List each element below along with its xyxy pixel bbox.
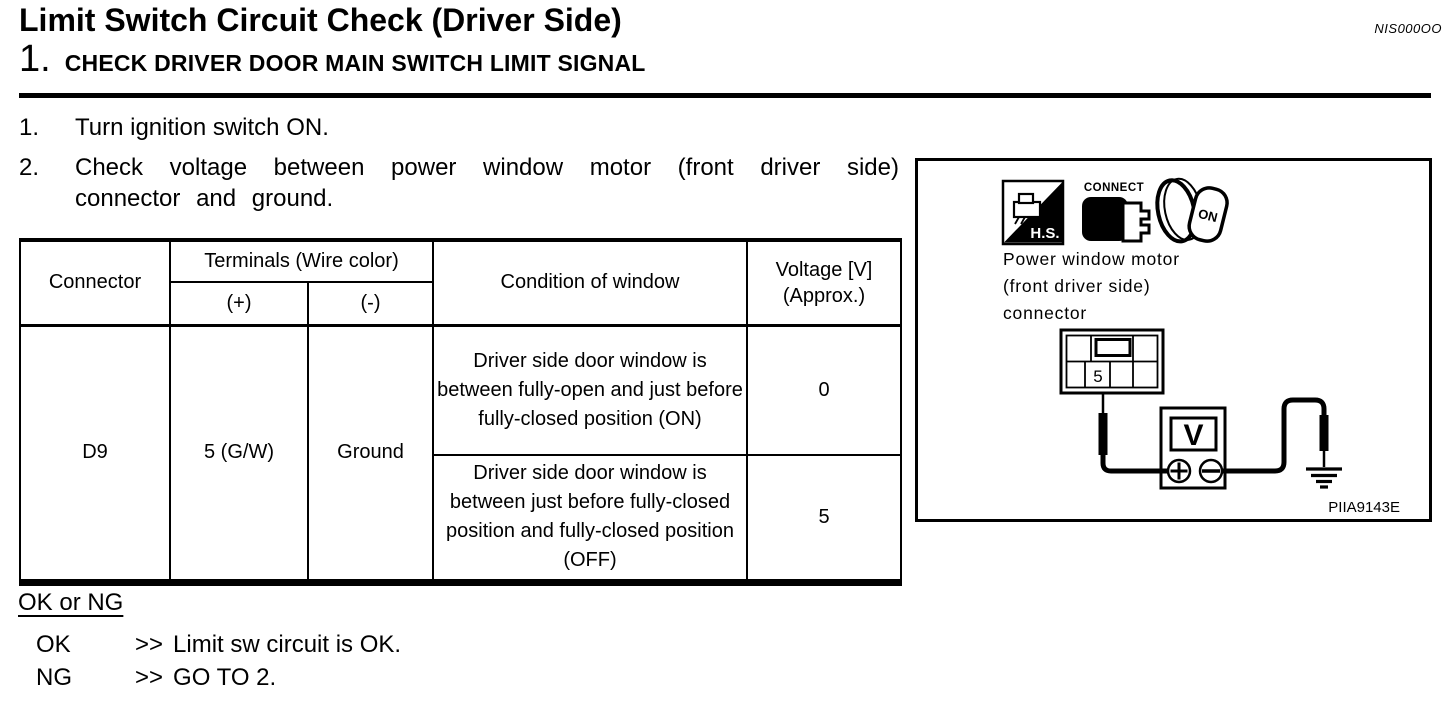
caption-line-3: connector — [1003, 303, 1087, 323]
connect-icon: CONNECT — [1082, 182, 1151, 243]
result-label: OK — [36, 631, 71, 658]
result-arrow: >> — [135, 664, 164, 691]
cell-terminal-plus: 5 (G/W) — [169, 324, 309, 583]
step-item: 2. Check voltage between power window mo… — [19, 152, 899, 214]
step-heading: 1. CHECK DRIVER DOOR MAIN SWITCH LIMIT S… — [19, 38, 646, 81]
minus-terminal-icon — [1198, 458, 1224, 484]
col-header-terminal-plus: (+) — [169, 281, 309, 327]
terminal-number-label: 5 — [1093, 367, 1102, 386]
hs-icon: H.S. — [1001, 179, 1065, 246]
connector-pin-diagram: 5 — [1059, 328, 1165, 395]
page-title: Limit Switch Circuit Check (Driver Side) — [19, 2, 622, 38]
ground-symbol — [1306, 467, 1342, 489]
positive-probe — [1098, 393, 1108, 455]
cell-condition-2: Driver side door window is between just … — [432, 454, 748, 583]
step-number: 1. — [19, 114, 40, 141]
step-item: 1. Turn ignition switch ON. — [19, 112, 899, 143]
col-header-terminals: Terminals (Wire color) — [169, 239, 434, 283]
col-header-voltage: Voltage [V] (Approx.) — [746, 239, 902, 327]
negative-lead-wire — [1222, 397, 1327, 474]
hs-icon-label: H.S. — [1030, 225, 1059, 242]
circuit-check-illustration: H.S. CONNECT ON Power — [1001, 177, 1400, 516]
col-header-connector: Connector — [19, 239, 171, 327]
cell-voltage-1: 0 — [746, 324, 902, 456]
voltage-spec-table: Connector Terminals (Wire color) Conditi… — [19, 238, 902, 586]
step-text: Check voltage between power window motor… — [75, 154, 899, 212]
ignition-key-on-icon: ON — [1155, 177, 1229, 244]
caption-line-2: (front driver side) — [1003, 276, 1150, 296]
col-header-condition: Condition of window — [432, 239, 748, 327]
voltage-spec-table-wrap: Connector Terminals (Wire color) Conditi… — [19, 238, 902, 586]
figure-code: PIIA9143E — [1328, 499, 1400, 516]
result-row-ok: OK >> Limit sw circuit is OK. — [36, 628, 401, 661]
figure-caption: Power window motor (front driver side) c… — [1003, 249, 1180, 323]
figure-panel: H.S. CONNECT ON Power — [915, 158, 1432, 522]
result-action: Limit sw circuit is OK. — [173, 631, 402, 658]
cell-condition-1: Driver side door window is between fully… — [432, 324, 748, 456]
doc-code: NIS000OO — [1374, 21, 1442, 36]
step-text: Turn ignition switch ON. — [75, 114, 329, 141]
voltage-header-line2: (Approx.) — [782, 284, 866, 307]
col-header-terminal-minus: (-) — [307, 281, 434, 327]
cell-connector: D9 — [19, 324, 171, 583]
caption-line-1: Power window motor — [1003, 249, 1180, 269]
voltmeter-label: V — [1183, 419, 1203, 452]
step-heading-number: 1. — [19, 38, 51, 80]
positive-lead-wire — [1100, 455, 1170, 474]
plus-terminal-icon — [1166, 458, 1192, 484]
section-rule — [19, 93, 1431, 98]
result-action: GO TO 2. — [173, 664, 277, 691]
key-on-label: ON — [1197, 206, 1220, 225]
connect-icon-label: CONNECT — [1084, 182, 1144, 194]
result-row-ng: NG >> GO TO 2. — [36, 661, 401, 694]
step-number: 2. — [19, 154, 40, 181]
voltage-header-line1: Voltage [V] — [775, 258, 873, 281]
cell-voltage-2: 5 — [746, 454, 902, 583]
result-list: OK >> Limit sw circuit is OK. NG >> GO T… — [36, 628, 401, 694]
result-label: NG — [36, 664, 72, 691]
procedure-steps: 1. Turn ignition switch ON. 2. Check vol… — [19, 112, 899, 223]
cell-terminal-minus: Ground — [307, 324, 434, 583]
result-arrow: >> — [135, 631, 164, 658]
okng-heading: OK or NG — [18, 589, 124, 616]
ground-probe — [1319, 415, 1329, 467]
step-heading-title: CHECK DRIVER DOOR MAIN SWITCH LIMIT SIGN… — [64, 50, 646, 76]
